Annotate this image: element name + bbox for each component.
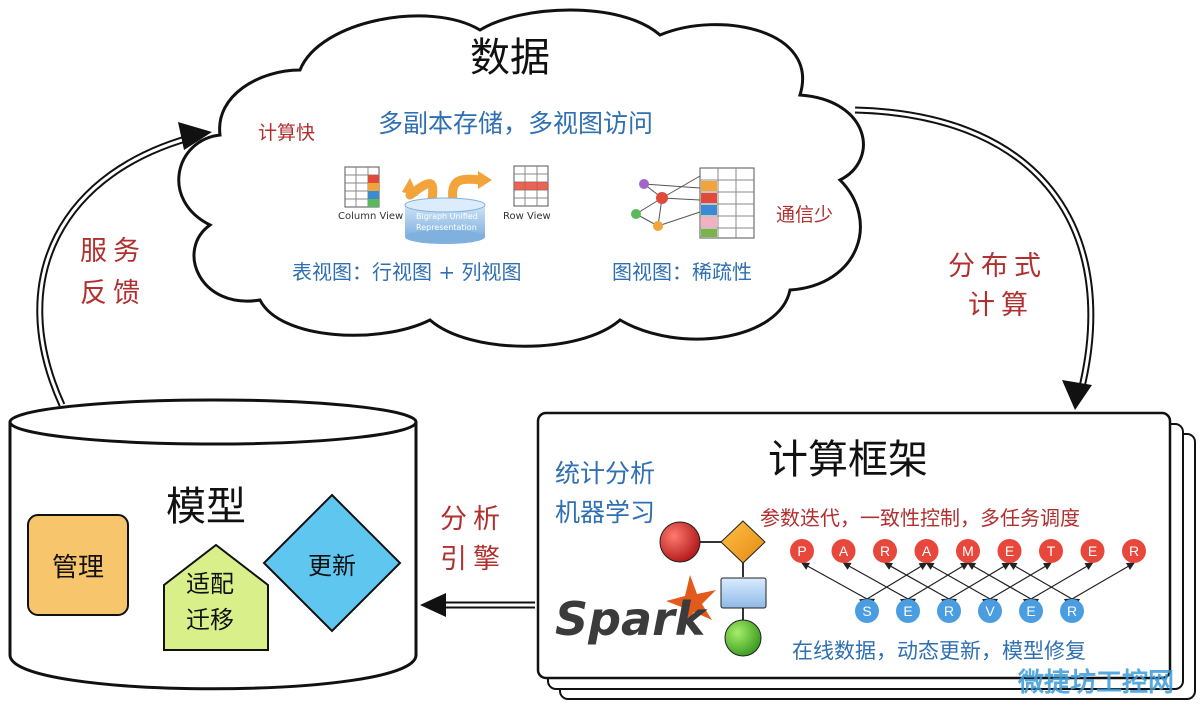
adapt-pentagon (163, 543, 269, 651)
framework-title: 计算框架 (768, 437, 928, 483)
server-letter: V (985, 603, 995, 619)
parameter-letter: A (922, 543, 932, 559)
parameter-letter: R (1129, 543, 1139, 559)
ps-links (801, 562, 1135, 607)
graph-view-label: 图视图：稀疏性 (612, 260, 752, 284)
graph-view-icon (631, 167, 755, 239)
update-label: 更新 (308, 551, 356, 580)
framework-left-line2: 机器学习 (555, 498, 656, 527)
row-view-icon (513, 165, 549, 207)
parameter-letter: T (1047, 543, 1056, 559)
manage-label: 管理 (51, 552, 104, 583)
model-title: 模型 (166, 484, 246, 530)
parameter-node (997, 539, 1022, 563)
server-node (1060, 599, 1084, 623)
adapt-label-line2: 迁移 (186, 606, 234, 634)
engine-arrowhead (420, 593, 446, 617)
ps-link (1008, 562, 1081, 606)
cloud-subtitle: 多副本存储，多视图访问 (378, 109, 654, 138)
server-node (855, 599, 879, 623)
row-view-label: Row View (503, 211, 551, 222)
less-comm-label: 通信少 (776, 204, 834, 226)
ps-caption: 参数迭代，一致性控制，多任务调度 (760, 506, 1080, 530)
server-letter: R (1067, 603, 1077, 619)
server-node (896, 599, 920, 623)
spark-star-icon (666, 575, 716, 627)
distributed-arrowhead (1062, 380, 1092, 410)
adapt-label-line1: 适配 (186, 570, 234, 598)
engine-label-line1: 分析 (440, 504, 506, 535)
parameter-letter: R (880, 543, 890, 559)
parameter-node (873, 539, 897, 563)
service-arrowhead (178, 122, 212, 150)
parameter-letter: E (1005, 543, 1014, 559)
distributed-label-line2: 计算 (968, 290, 1034, 321)
column-view-label: Column View (338, 211, 404, 222)
server-node (1019, 599, 1043, 623)
column-view-icon (344, 166, 380, 208)
workflow-icon (659, 520, 767, 657)
server-node (937, 599, 961, 623)
server-node (978, 599, 1002, 623)
parameter-letter: M (962, 543, 974, 559)
server-letter: S (862, 603, 871, 619)
parameter-node (1039, 539, 1063, 563)
service-arrow (36, 131, 201, 407)
bottom-caption: 在线数据，动态更新，模型修复 (792, 639, 1086, 663)
parameter-node (1080, 539, 1105, 563)
manage-box (27, 514, 129, 616)
engine-label-line2: 引擎 (440, 544, 506, 575)
update-diamond (262, 493, 402, 633)
table-view-label: 表视图：行视图 + 列视图 (292, 260, 522, 284)
unified-representation-icon (402, 171, 492, 244)
server-letter: E (1026, 603, 1035, 619)
watermark: 微捷坊工控网 (1018, 668, 1175, 698)
parameter-node (1122, 539, 1146, 563)
framework-left-line1: 统计分析 (555, 459, 656, 488)
service-label-line2: 反馈 (80, 278, 146, 309)
server-letter: R (944, 603, 954, 619)
spark-logo-text: Spark (555, 592, 706, 646)
parameter-node (914, 539, 939, 563)
parameter-letter: E (1088, 543, 1097, 559)
fast-label: 计算快 (258, 122, 316, 144)
service-label-line1: 服务 (80, 236, 146, 267)
cloud-title: 数据 (470, 35, 550, 81)
distributed-label-line1: 分布式 (948, 251, 1047, 282)
parameter-node (831, 539, 856, 563)
parameter-node (790, 539, 814, 563)
parameter-letter: A (839, 543, 849, 559)
unified-top-label: Bigraph Unified (416, 212, 478, 221)
ps-link (1063, 562, 1135, 606)
parameter-letter: P (797, 543, 806, 559)
unified-bottom-label: Representation (416, 223, 477, 232)
ps-nodes: P A R A M E T E R S E R V E R (790, 539, 1146, 623)
parameter-node (956, 539, 980, 563)
server-letter: E (903, 603, 912, 619)
